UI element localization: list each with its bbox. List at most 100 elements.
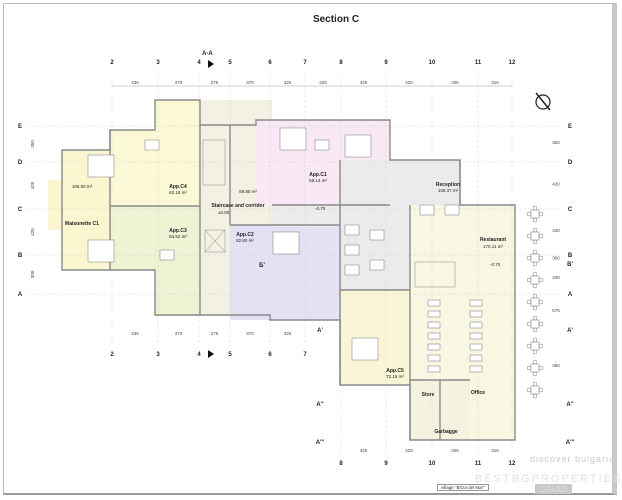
elevator: [204, 229, 226, 253]
sofa-icon: [159, 249, 175, 261]
room-area: 108.37 m²: [438, 188, 459, 193]
room-label: Garbagge: [434, 429, 458, 435]
room-labels: Maisonette C1 106.00 m² App.C4 63.18 m² …: [65, 51, 551, 435]
column-label-top: 8: [339, 60, 343, 66]
row-label-inner: A'': [316, 402, 324, 408]
table-set-icon: [526, 271, 544, 289]
room-label: Maisonette C1: [65, 221, 99, 227]
dimension-bottom: 425: [360, 448, 368, 453]
plan-title: Section C: [313, 14, 359, 25]
north-arrow-icon: [535, 92, 551, 111]
row-label-right: E: [568, 124, 572, 130]
room-label: App.C4: [169, 184, 187, 190]
row-label-left: B: [18, 253, 23, 259]
table-set-icon: [526, 249, 544, 267]
level-mark: ±0.00: [218, 210, 230, 215]
column-label-bottom: 5: [228, 352, 232, 358]
room-area: 69.14 m²: [309, 178, 327, 183]
bench-icon: [427, 365, 441, 373]
furniture: [87, 127, 544, 399]
room-label: Restaurant: [480, 237, 506, 243]
bench-icon: [469, 332, 483, 340]
column-label-bottom: 9: [384, 461, 388, 467]
room-label: App.C2: [236, 232, 254, 238]
room-label: Staircase and corridor: [211, 203, 264, 209]
drawing-frame: [3, 3, 617, 495]
sofa-icon: [344, 264, 360, 276]
bench-icon: [427, 321, 441, 329]
room-area: 82.80 m²: [236, 238, 254, 243]
room-label: App.C5: [386, 368, 404, 374]
table-set-icon: [526, 205, 544, 223]
section-arrow-icon: [208, 350, 214, 358]
column-label-bottom: 6: [268, 352, 272, 358]
staircase: [202, 139, 226, 186]
row-label-left: D: [18, 160, 23, 166]
room-label: Office: [471, 390, 485, 396]
column-label-top: 2: [110, 60, 114, 66]
dimension-bottom: 435: [131, 331, 139, 336]
table-set-icon: [526, 337, 544, 355]
bed-icon: [351, 337, 379, 361]
room-label: App.C3: [169, 228, 187, 234]
bed-icon: [344, 134, 372, 158]
corridor-fill: [272, 205, 342, 227]
column-label-top: 10: [429, 60, 436, 66]
bench-icon: [469, 299, 483, 307]
brand-logo: GAUDI: [535, 484, 572, 494]
dimension-top: 325: [319, 80, 327, 85]
room-area: 63.18 m²: [169, 190, 187, 195]
dimension-bottom: 320: [284, 331, 292, 336]
watermark: discover bulgaria: [530, 454, 616, 464]
sofa-icon: [344, 244, 360, 256]
room-area: 64.52 m²: [169, 234, 187, 239]
bed-icon: [272, 231, 300, 255]
row-label-inner: A''': [316, 440, 325, 446]
dimension-right: 420: [552, 182, 560, 187]
room-area: 170.11 m²: [483, 244, 503, 249]
row-label-right: B: [568, 253, 573, 259]
dimension-left: 420: [30, 181, 35, 189]
dimension-right: 300: [552, 256, 560, 261]
dimension-right: 350: [552, 140, 560, 145]
table-set-icon: [526, 315, 544, 333]
dimension-top: 320: [284, 80, 292, 85]
section-mark: A-A: [202, 51, 213, 57]
row-label-right: A: [568, 292, 573, 298]
room-label: Store: [422, 392, 435, 398]
column-label-top: 11: [475, 60, 482, 66]
column-label-top: 12: [509, 60, 516, 66]
column-label-top: 6: [268, 60, 272, 66]
column-label-bottom: 7: [303, 352, 307, 358]
row-label-right: A'': [566, 402, 574, 408]
bench-icon: [427, 310, 441, 318]
row-label-left: C: [18, 207, 23, 213]
bed-icon: [87, 239, 115, 263]
dimension-right: 360: [552, 363, 560, 368]
outer-wall: [61, 99, 516, 441]
sofa-icon: [144, 139, 160, 151]
table-set-icon: [526, 381, 544, 399]
bench-icon: [427, 354, 441, 362]
bench-icon: [427, 343, 441, 351]
dimension-bottom: 315: [491, 448, 499, 453]
grid-axes: 2435337042755370632073258425942010405113…: [18, 60, 575, 467]
column-label-bottom: 4: [197, 352, 201, 358]
row-label-right: C: [568, 207, 573, 213]
column-label-top: 7: [303, 60, 307, 66]
column-label-bottom: 3: [156, 352, 160, 358]
column-label-bottom: 8: [339, 461, 343, 467]
row-label-right: A': [567, 328, 573, 334]
row-label-inner: A': [317, 328, 323, 334]
dimension-top: 435: [131, 80, 139, 85]
bench-icon: [427, 332, 441, 340]
row-label-left: A: [18, 292, 23, 298]
room-c3-fill: [110, 206, 200, 270]
room-area: 72.16 m²: [386, 374, 404, 379]
bench-icon: [469, 343, 483, 351]
dimension-bottom: 370: [246, 331, 254, 336]
bench-icon: [469, 310, 483, 318]
row-label-right: D: [568, 160, 573, 166]
sofa-icon: [314, 139, 330, 151]
